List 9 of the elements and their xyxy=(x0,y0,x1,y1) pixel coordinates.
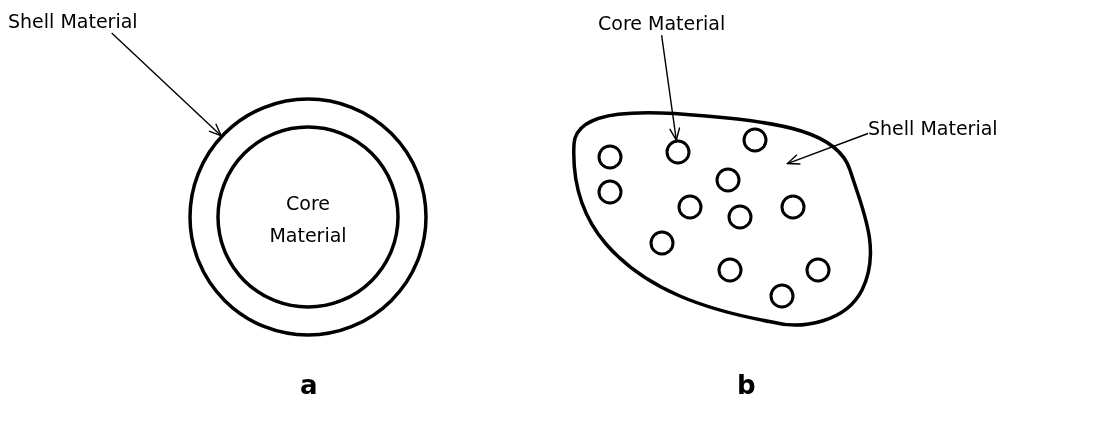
leader-arrow xyxy=(786,132,869,165)
callout-label: Shell Material xyxy=(8,10,138,32)
leader-arrow xyxy=(110,32,222,137)
callout-label: Shell Material xyxy=(868,117,998,139)
panel-label: b xyxy=(737,370,756,400)
leader-arrow xyxy=(660,34,681,141)
callout-label: Core Material xyxy=(598,12,726,34)
panel-label: a xyxy=(300,370,318,400)
core-label: Core Material xyxy=(268,191,348,248)
